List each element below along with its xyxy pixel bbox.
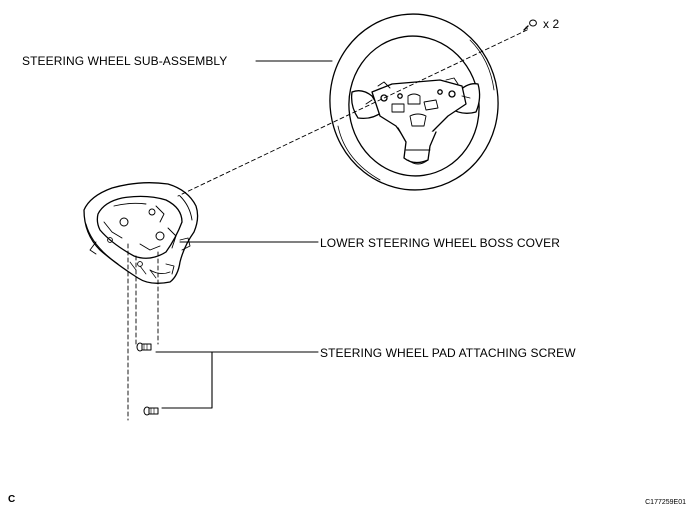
figure-code: C177259E01 bbox=[645, 499, 686, 506]
corner-letter: C bbox=[8, 494, 16, 505]
label-pad-attaching-screw: STEERING WHEEL PAD ATTACHING SCREW bbox=[320, 346, 576, 360]
pad-attaching-screw-lower bbox=[143, 406, 159, 416]
lower-boss-cover bbox=[83, 182, 199, 284]
label-steering-wheel-sub-assembly: STEERING WHEEL SUB-ASSEMBLY bbox=[22, 54, 228, 68]
label-lower-boss-cover: LOWER STEERING WHEEL BOSS COVER bbox=[320, 236, 561, 250]
leader-lines bbox=[155, 60, 333, 409]
screw-quantity-icon bbox=[523, 19, 537, 31]
pad-attaching-screw-upper bbox=[136, 342, 152, 352]
label-screw-quantity: x 2 bbox=[543, 17, 560, 31]
alignment-dashed-lines bbox=[127, 29, 528, 421]
steering-wheel-sub-assembly bbox=[329, 13, 499, 191]
